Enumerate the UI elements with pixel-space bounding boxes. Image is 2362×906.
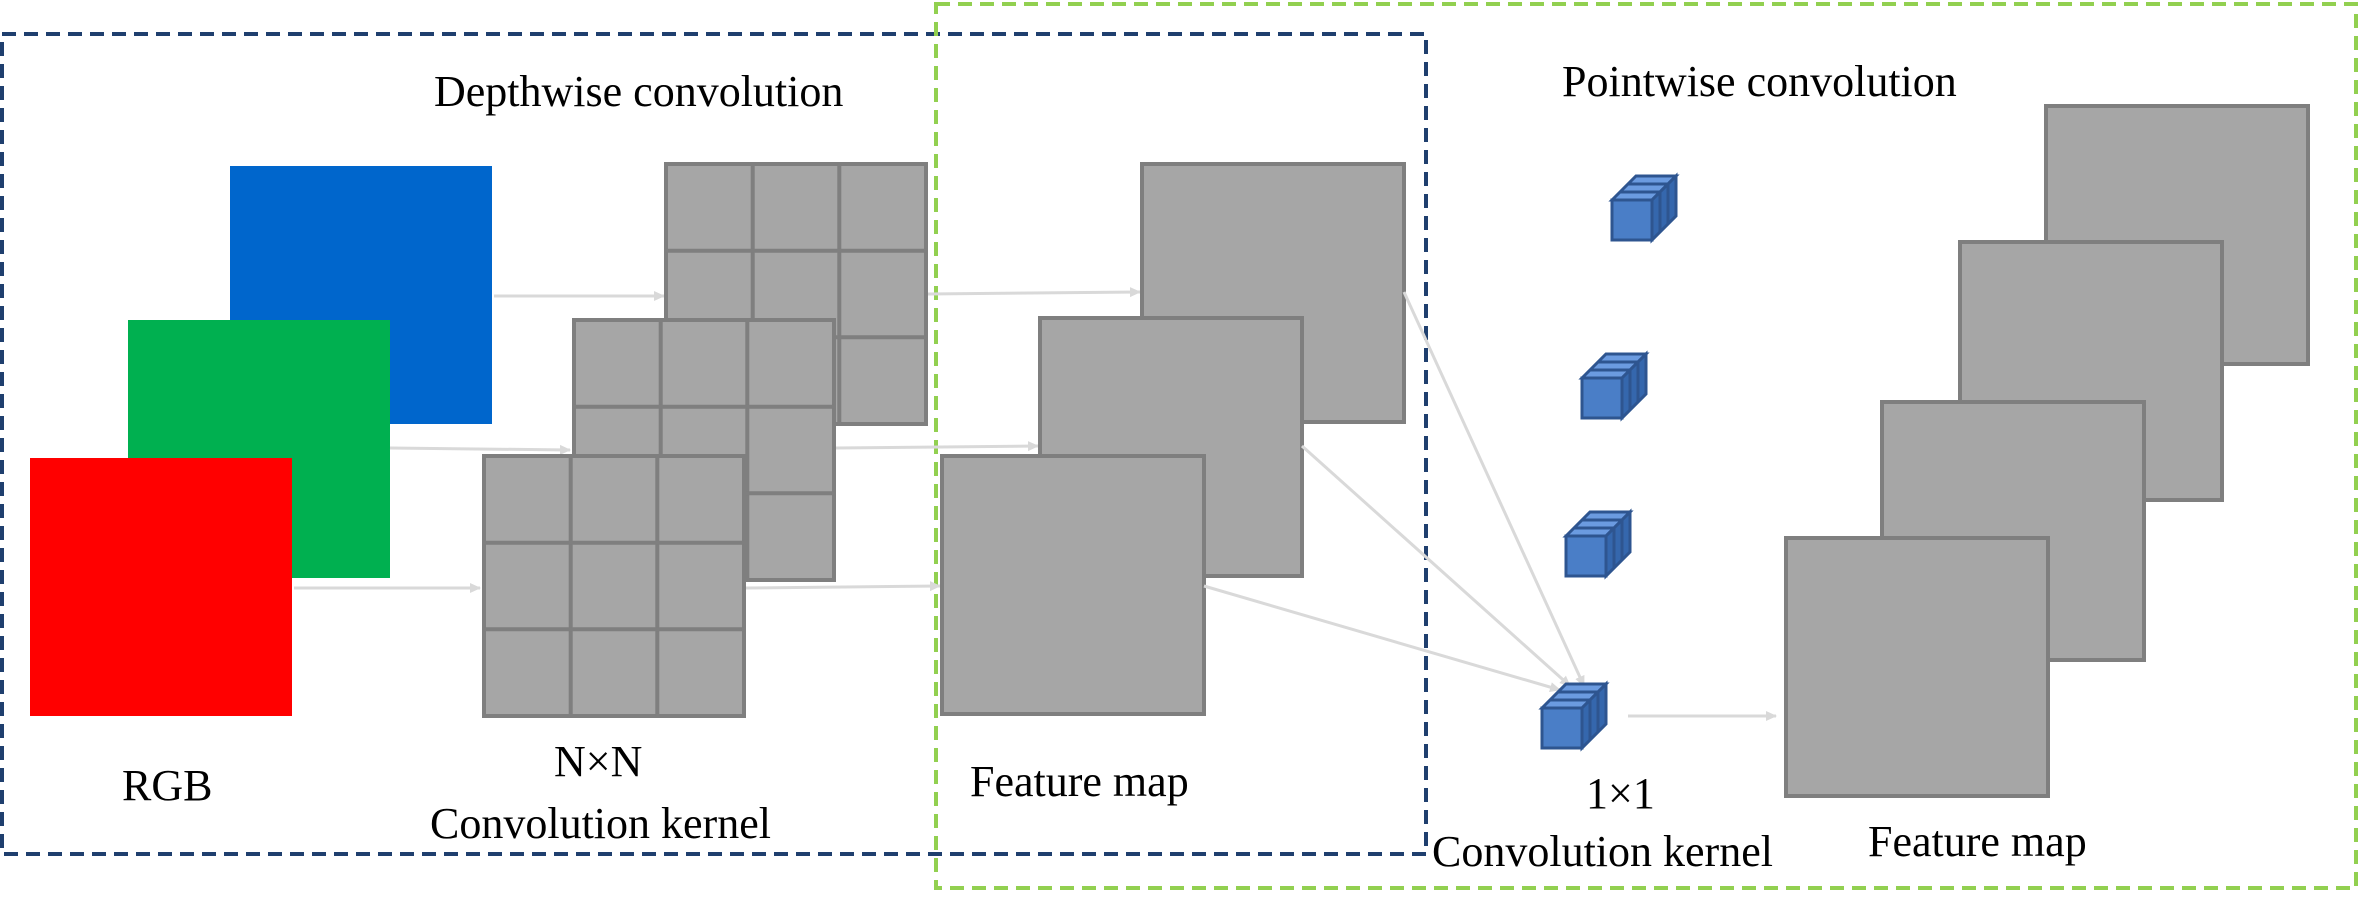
pointwise-kernel-cube-3 — [1564, 510, 1632, 578]
pointwise-kernel-cube-1 — [1610, 174, 1678, 242]
arrow-kernel-to-map-front — [745, 581, 941, 592]
kernel-grid-front — [482, 454, 746, 718]
arrow-kernel-to-map-back — [927, 287, 1141, 298]
pointwise-kernel-cube-2 — [1580, 352, 1648, 420]
red-channel — [30, 458, 292, 716]
feature-map-right-4 — [1784, 536, 2050, 798]
feature-map-left-label: Feature map — [970, 757, 1189, 806]
arrow-map-middle-to-pointwise — [1300, 444, 1572, 688]
arrow-map-back-to-pointwise — [1402, 291, 1586, 687]
one-by-one-label: 1×1 — [1586, 769, 1655, 818]
depthwise-group-box — [0, 32, 1428, 856]
arrow-map-front-to-pointwise — [1203, 584, 1561, 692]
pointwise-kernel-cube-4 — [1540, 682, 1608, 750]
pointwise-title: Pointwise convolution — [1562, 57, 1957, 106]
feature-map-left-front — [940, 454, 1206, 716]
feature-map-right-label: Feature map — [1868, 817, 2087, 866]
depthwise-title: Depthwise convolution — [434, 67, 843, 116]
rgb-label: RGB — [122, 761, 212, 810]
arrow-kernel-to-map-middle — [835, 441, 1039, 452]
conv-kernel-left-label: Convolution kernel — [430, 799, 771, 848]
arrow-green-to-kernel — [389, 444, 571, 455]
nxn-label: N×N — [554, 737, 642, 786]
conv-kernel-right-label: Convolution kernel — [1432, 827, 1773, 876]
